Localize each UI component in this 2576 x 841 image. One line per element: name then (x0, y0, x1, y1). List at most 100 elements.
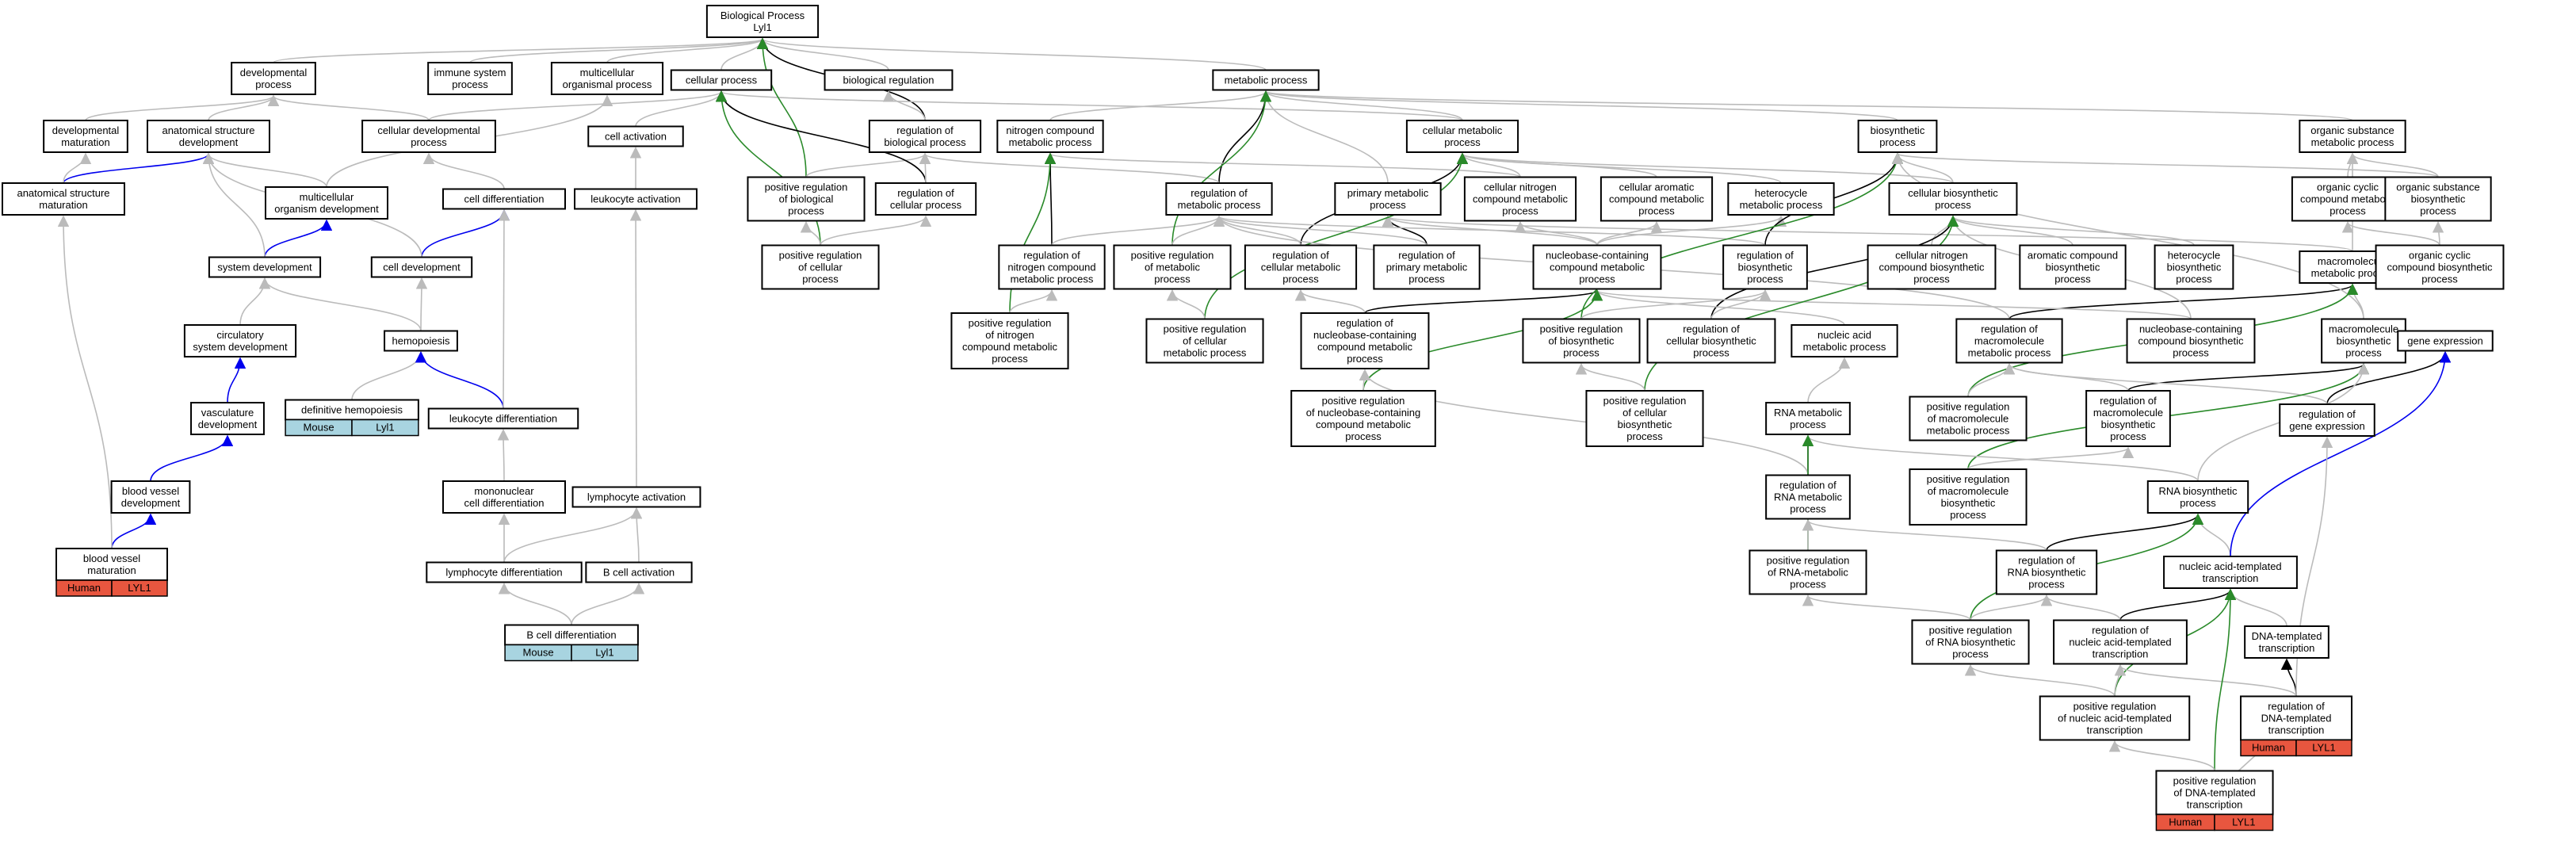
node-cp[interactable]: cellular process (670, 69, 773, 91)
node-ldiff[interactable]: leukocyte differentiation (427, 407, 579, 430)
node-regnbcmp[interactable]: regulation ofnucleobase-containingcompou… (1300, 312, 1430, 369)
edge-is-a-regdtt-to-regnatt (2114, 664, 2297, 697)
node-breg[interactable]: biological regulation (824, 69, 954, 91)
node-cact[interactable]: cell activation (587, 125, 684, 147)
node-box (1113, 244, 1232, 290)
node-regmbp[interactable]: regulation ofmacromoleculebiosyntheticpr… (2085, 390, 2171, 447)
node-regdtt[interactable]: regulation ofDNA-templatedtranscriptionH… (2240, 695, 2352, 757)
gene-label: LYL1 (2232, 816, 2255, 828)
node-box (1463, 176, 1577, 222)
node-lymdiff[interactable]: lymphocyte differentiation (426, 561, 583, 583)
edge-is-a-bcdiff-to-bcact (571, 583, 645, 625)
node-lymact[interactable]: lymphocyte activation (571, 486, 701, 508)
node-label-line: positive regulation (765, 182, 848, 193)
node-label-line: regulation of (1737, 250, 1794, 262)
node-label-line: positive regulation (1131, 250, 1214, 262)
node-hemo[interactable]: hemopoiesis (384, 330, 458, 352)
node-bcact[interactable]: B cell activation (585, 561, 693, 583)
node-label-line: cellular nitrogen (1484, 182, 1557, 193)
node-label-line: compound metabolic (1317, 341, 1412, 353)
node-label-line: positive regulation (1164, 323, 1247, 335)
node-label-line: process (2420, 205, 2456, 217)
node-cdiff[interactable]: cell differentiation (442, 188, 566, 210)
node-gexp[interactable]: gene expression (2397, 330, 2494, 352)
node-sysdev[interactable]: system development (208, 256, 322, 278)
node-box (2126, 318, 2256, 364)
edge-part-of-celldev-to-cdiff (421, 209, 510, 258)
node-lact[interactable]: leukocyte activation (574, 188, 698, 210)
species-label: Mouse (304, 422, 334, 434)
node-mp[interactable]: metabolic process (1212, 69, 1320, 91)
edge-positively-regulates-prbp-to-bp (756, 37, 807, 178)
node-celldev[interactable]: cell development (370, 256, 473, 278)
